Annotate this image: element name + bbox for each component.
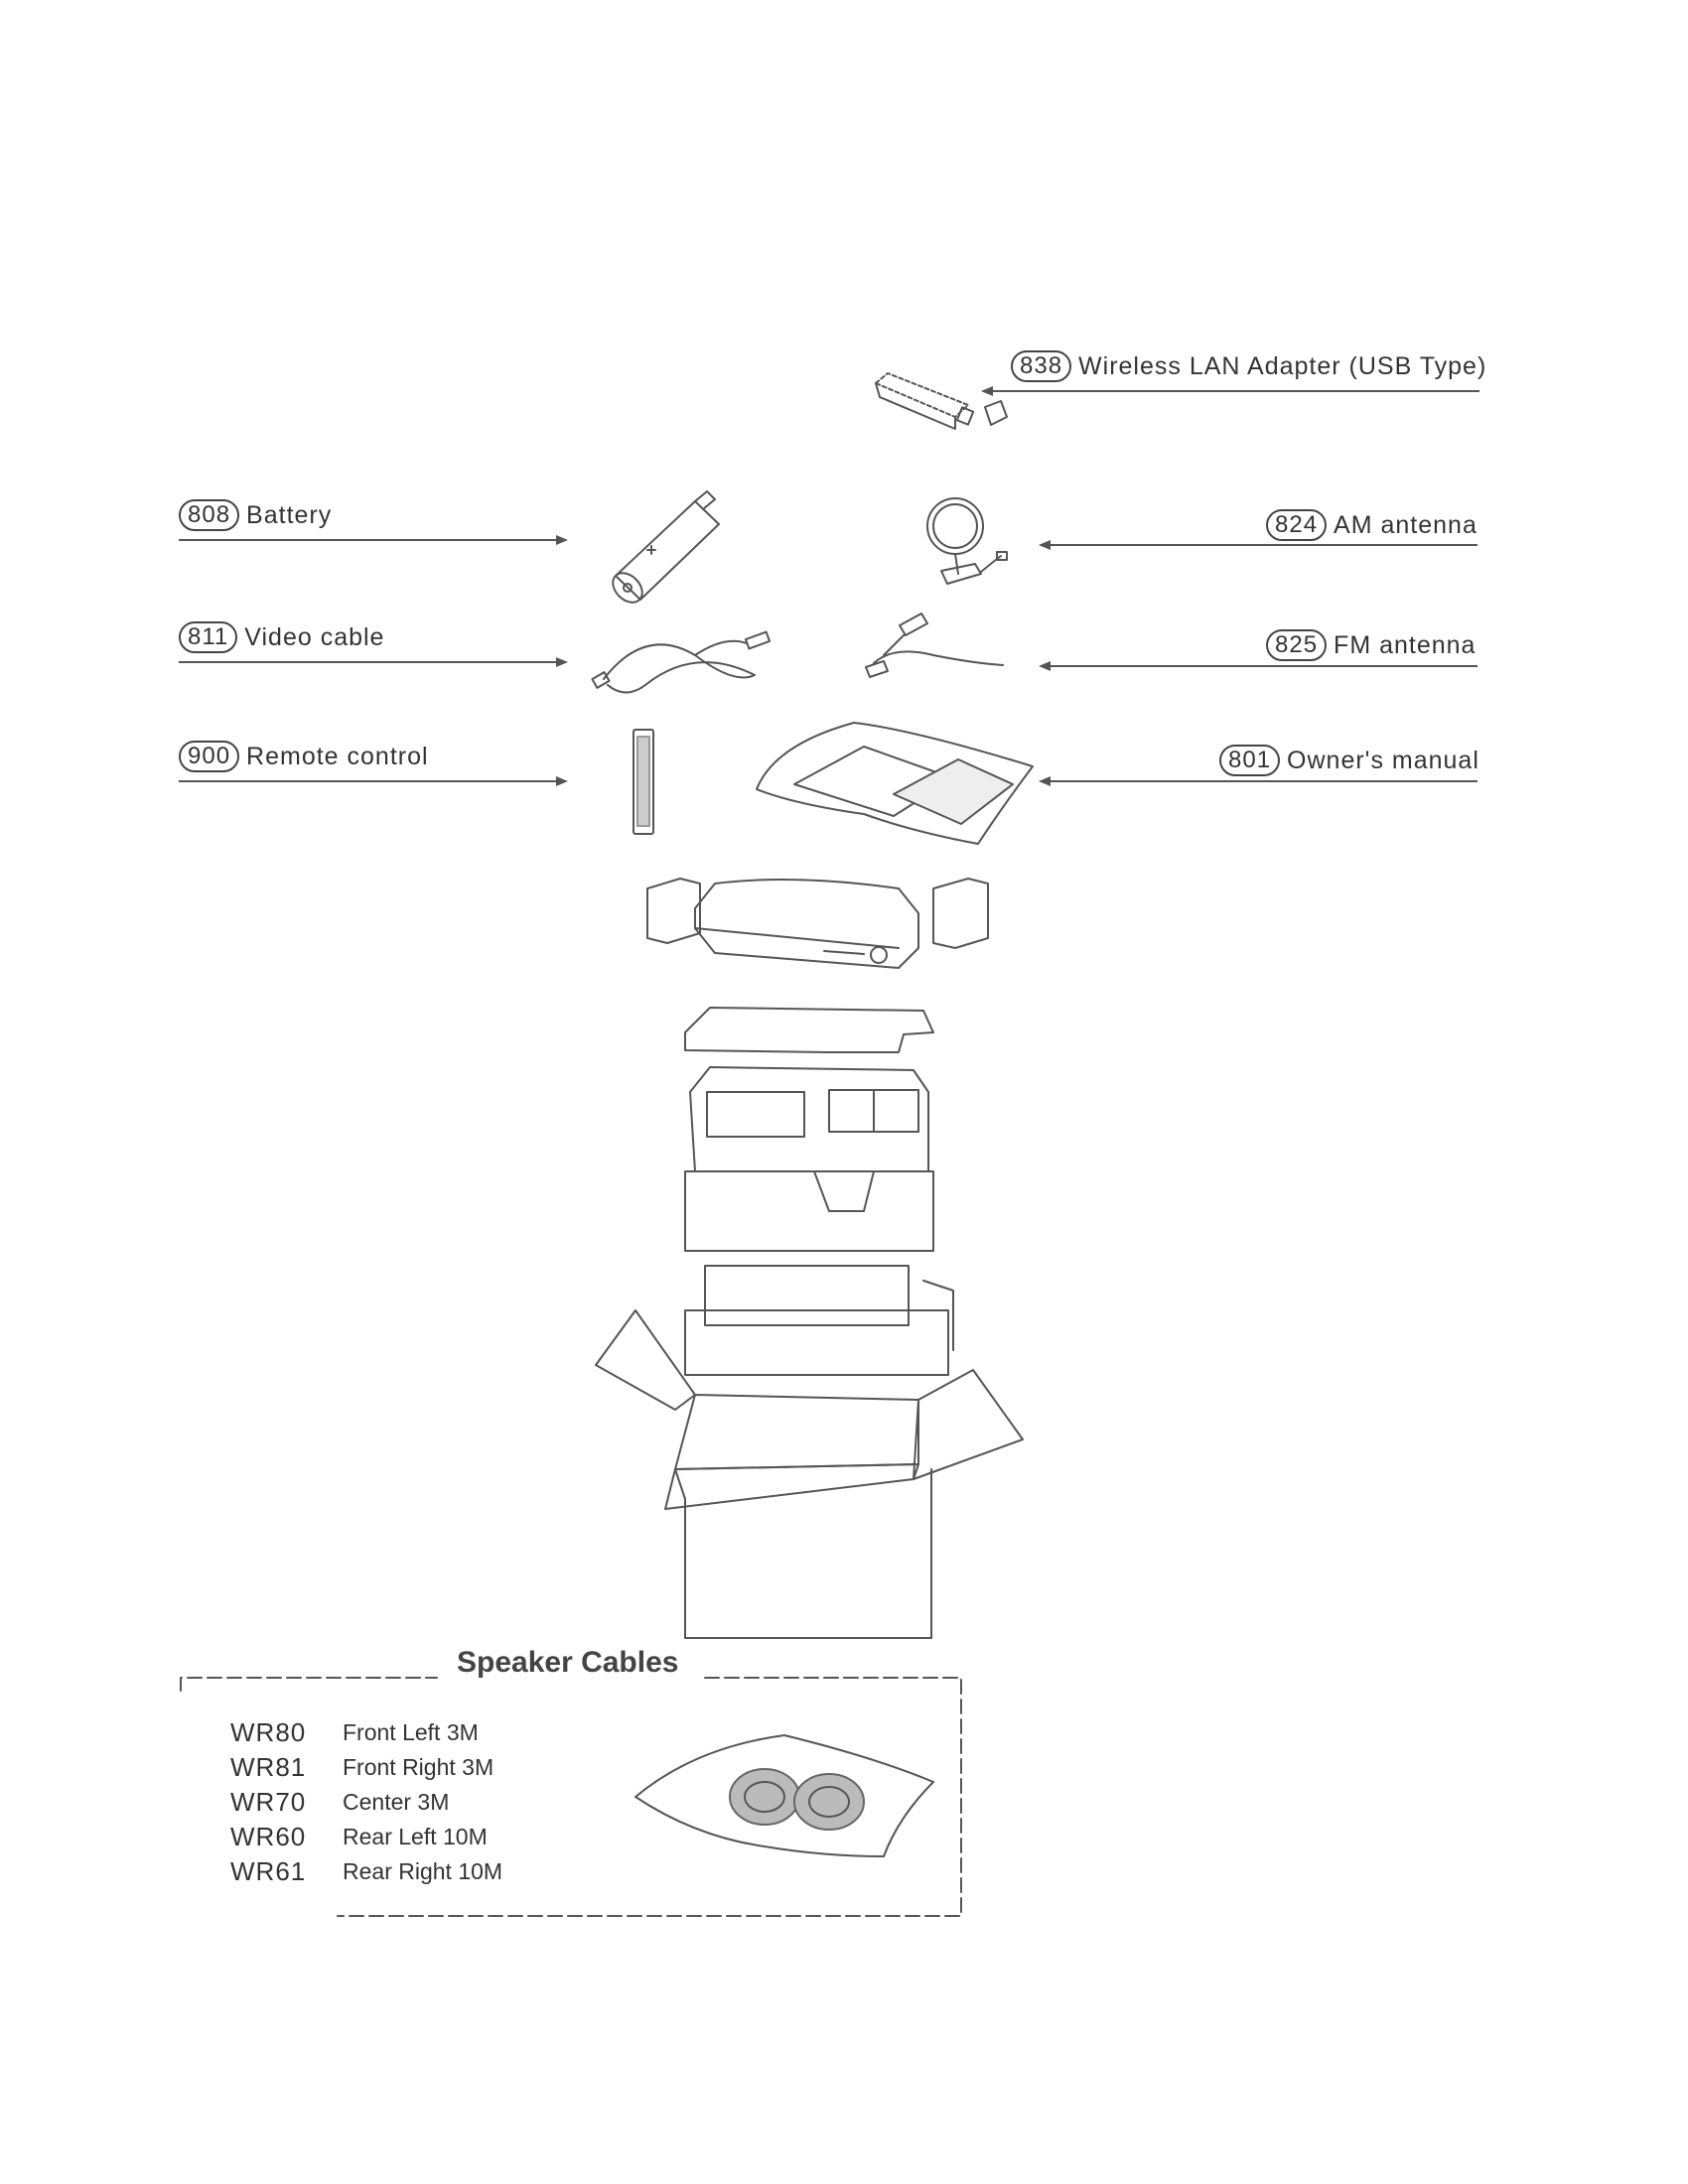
- remote-control-icon: [633, 729, 654, 835]
- part-number-811: 811: [179, 621, 238, 653]
- part-name-900: Remote control: [246, 742, 429, 770]
- battery-icon: [612, 490, 720, 604]
- part-label-900: 900 Remote control: [179, 741, 429, 772]
- top-foam-tray-icon: [684, 1007, 934, 1053]
- speaker-cables-frame: [180, 1677, 962, 1917]
- part-number-824: 824: [1266, 509, 1328, 541]
- part-label-801: 801 Owner's manual: [1219, 745, 1479, 776]
- cable-code-wr80: WR80: [230, 1717, 307, 1747]
- am-antenna-icon: [926, 497, 1008, 585]
- part-number-808: 808: [179, 499, 240, 531]
- speaker-cable-bundle-icon: [634, 1734, 934, 1857]
- owners-manual-icon: [756, 722, 1034, 845]
- leader-811: [179, 657, 568, 667]
- speaker-cables-title: Speaker Cables: [447, 1646, 689, 1680]
- part-name-801: Owner's manual: [1287, 746, 1479, 774]
- leader-824: [1039, 540, 1477, 550]
- part-number-900: 900: [179, 741, 240, 772]
- cable-code-wr81: WR81: [230, 1752, 307, 1782]
- part-name-808: Battery: [246, 500, 333, 529]
- part-name-838: Wireless LAN Adapter (USB Type): [1078, 351, 1487, 380]
- cable-desc-wr70: Center 3M: [343, 1789, 450, 1815]
- cable-code-wr70: WR70: [230, 1787, 307, 1817]
- cable-desc-wr80: Front Left 3M: [343, 1719, 479, 1745]
- leader-808: [179, 535, 568, 545]
- cable-code-wr61: WR61: [230, 1856, 307, 1886]
- part-label-811: 811 Video cable: [179, 621, 384, 653]
- part-number-825: 825: [1266, 629, 1328, 661]
- leader-900: [179, 776, 568, 786]
- leader-825: [1039, 661, 1477, 671]
- cable-desc-wr61: Rear Right 10M: [343, 1858, 503, 1884]
- part-label-824: 824 AM antenna: [1266, 509, 1477, 541]
- lower-foam-icon: [684, 1265, 954, 1376]
- speaker-foam-icon: [684, 1066, 934, 1252]
- part-label-808: 808 Battery: [179, 499, 332, 531]
- leader-838: [981, 386, 1479, 396]
- leader-801: [1039, 776, 1477, 786]
- part-label-838: 838 Wireless LAN Adapter (USB Type): [1011, 350, 1486, 382]
- part-name-824: AM antenna: [1334, 510, 1477, 539]
- usb-adapter-icon: [875, 372, 1008, 430]
- part-name-825: FM antenna: [1334, 630, 1477, 659]
- part-number-838: 838: [1011, 350, 1072, 382]
- carton-box-icon: [595, 1309, 1024, 1639]
- part-label-825: 825 FM antenna: [1266, 629, 1476, 661]
- part-number-801: 801: [1219, 745, 1281, 776]
- cable-desc-wr60: Rear Left 10M: [343, 1824, 488, 1849]
- main-unit-icon: [646, 878, 989, 969]
- cable-desc-wr81: Front Right 3M: [343, 1754, 494, 1780]
- cable-code-wr60: WR60: [230, 1822, 307, 1851]
- part-name-811: Video cable: [244, 622, 385, 651]
- fm-antenna-icon: [865, 613, 1004, 678]
- video-cable-icon: [591, 630, 772, 694]
